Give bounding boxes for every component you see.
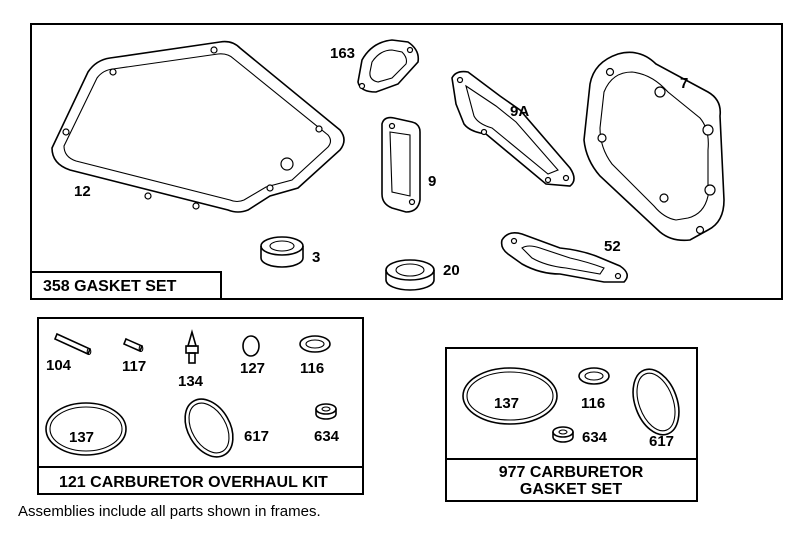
label-3: 3 [312,249,320,266]
gasket-set-title-box [30,271,222,300]
gasket-163: 163 [330,39,420,93]
label-134: 134 [178,373,204,390]
set-part-634: 634 [552,426,608,446]
overhaul-kit-frame: 121 CARBURETOR OVERHAUL KIT 104 117 134 … [37,317,364,495]
part-134: 134 [178,329,204,390]
set-label-137: 137 [494,395,519,412]
head-gasket: 7 [583,51,725,242]
set-label-617: 617 [649,433,674,450]
label-127: 127 [240,360,265,377]
label-617: 617 [244,428,269,445]
set-label-116: 116 [581,395,605,412]
set-part-116: 116 [578,367,610,412]
seal-3: 3 [260,236,320,268]
label-163: 163 [330,45,355,62]
gasket-9: 9 [381,116,436,213]
carb-gasket-set-title-box [445,458,698,502]
label-20: 20 [443,262,460,279]
gasket-9a: 9A [451,70,575,187]
carb-gasket-set-title-2: GASKET SET [520,481,622,498]
seal-20: 20 [385,259,460,291]
label-9: 9 [428,173,436,190]
part-117: 117 [122,337,146,375]
exhaust-gasket: 52 [500,232,628,283]
footer-note: Assemblies include all parts shown in fr… [18,503,321,520]
label-117: 117 [122,358,146,375]
set-label-634: 634 [582,429,608,446]
part-137: 137 [45,402,127,456]
label-9a: 9A [510,103,529,120]
label-52: 52 [604,238,621,255]
part-127: 127 [240,335,265,377]
overhaul-kit-title-box [37,466,364,495]
part-104: 104 [46,332,92,374]
gasket-set-title: 358 GASKET SET [43,278,177,295]
overhaul-kit-title: 121 CARBURETOR OVERHAUL KIT [59,474,328,491]
set-part-137: 137 [462,367,558,425]
part-634: 634 [314,403,340,445]
label-7: 7 [680,75,688,92]
crankcase-gasket: 12 [51,40,345,213]
set-part-617: 617 [632,368,680,450]
part-617: 617 [184,398,269,458]
gasket-set-frame: 358 GASKET SET 12 3 [30,23,783,300]
label-137: 137 [69,429,94,446]
carb-gasket-set-title-1: 977 CARBURETOR [499,464,644,481]
label-634: 634 [314,428,340,445]
carb-gasket-set-frame: 977 CARBURETOR GASKET SET 137 116 634 61… [445,347,698,502]
label-104: 104 [46,357,72,374]
label-116: 116 [300,360,324,377]
label-12: 12 [74,183,91,200]
part-116: 116 [299,335,331,377]
gasket-set-border [30,23,783,300]
